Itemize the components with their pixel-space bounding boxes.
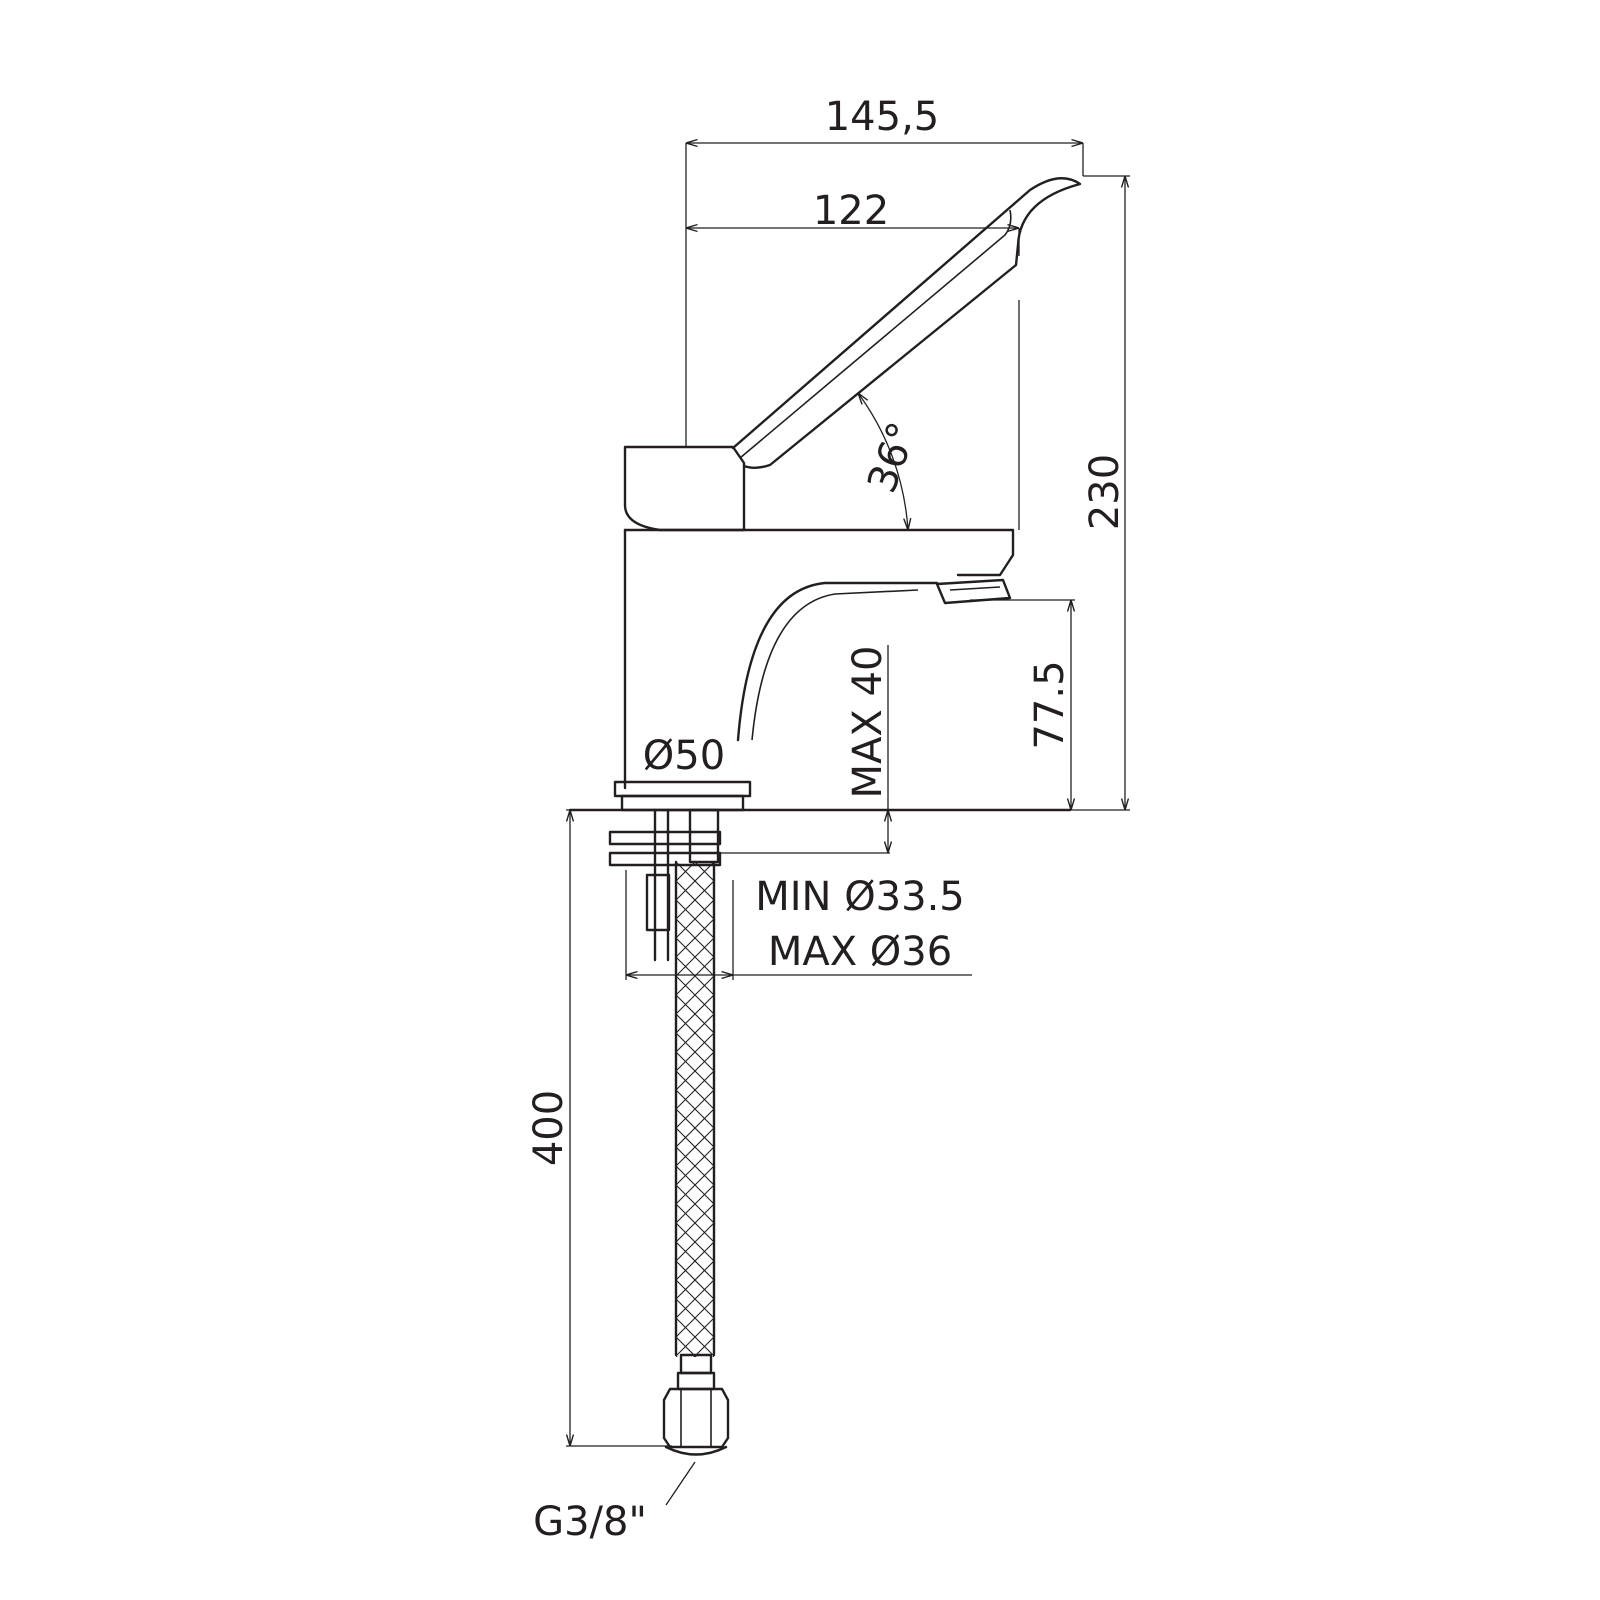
hose-braid-line [676,1241,714,1281]
supply-hose [662,860,730,1456]
base-diameter-label: Ø50 [643,733,725,779]
hose-braid-line [676,1165,714,1205]
hose-braid-line [676,1032,714,1072]
max-hole-diameter-label: MAX Ø36 [768,929,952,975]
max-deck-thickness-label: MAX 40 [845,646,891,799]
hose-braid-line [676,880,714,920]
spout-height-label: 77.5 [1027,660,1073,749]
overall-height-label: 230 [1082,454,1128,530]
hose-braid-line [676,975,714,1015]
hose-braid-line [676,1317,714,1357]
hose-braid-line [676,1070,714,1110]
hose-braid-line [676,1260,714,1300]
mounting-hardware [608,808,722,962]
hose-braid-line [676,1203,714,1243]
hose-braid-line [694,862,714,882]
hose-braid-line [676,1146,714,1186]
hose-length-label: 400 [526,1090,572,1166]
hose-braid-line [676,862,696,882]
faucet-body [568,177,1082,812]
hose-braid-line [676,899,714,939]
overall-width-label: 145,5 [825,94,940,140]
hose-braid-line [676,1184,714,1224]
hose-braid-line [676,1051,714,1091]
hose-braid-line [676,1279,714,1319]
hose-braid-line [676,1013,714,1053]
thread-label: G3/8" [533,1499,647,1545]
hose-braid-line [676,1222,714,1262]
hose-braid-line [676,862,714,901]
lever-angle-label: 36° [859,416,926,498]
hose-braid-line [676,937,714,977]
hose-braid-line [676,1298,714,1338]
min-hole-diameter-label: MIN Ø33.5 [755,874,965,920]
hose-braid-line [676,1127,714,1167]
hose-braid-line [676,1089,714,1129]
hose-braid-line [676,994,714,1034]
hose-braid-line [676,918,714,958]
dimension-lines [566,143,1130,1506]
body-width-label: 122 [813,188,889,234]
hose-braid-line [676,1108,714,1148]
